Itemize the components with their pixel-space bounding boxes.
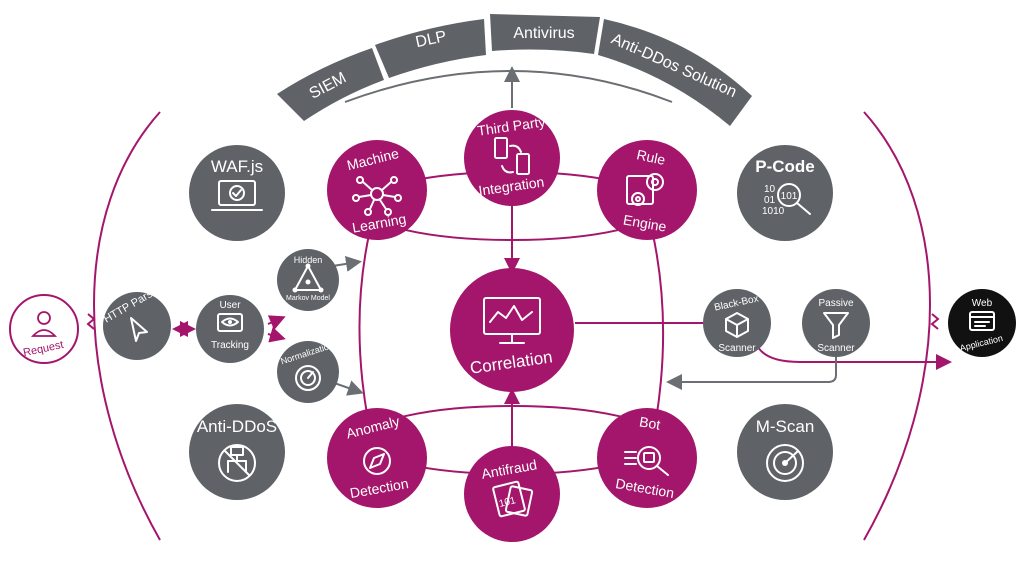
third-party-integration-node: Third Party Integration bbox=[464, 110, 560, 206]
machine-learning-node: Machine Learning bbox=[327, 140, 427, 240]
svg-text:1010: 1010 bbox=[762, 206, 785, 217]
bot-detection-node: Bot Detection bbox=[597, 408, 697, 508]
laptop-check-icon bbox=[211, 180, 263, 211]
hidden-label: Hidden bbox=[294, 255, 323, 265]
svg-text:101: 101 bbox=[781, 191, 798, 202]
engine-label: Engine bbox=[622, 211, 668, 234]
normalization-node: Normalization bbox=[277, 340, 339, 403]
arc-label-dlp: DLP bbox=[414, 28, 448, 51]
user-label: User bbox=[219, 300, 241, 311]
top-arc-band: SIEM DLP Antivirus Anti-DDos Solution bbox=[277, 14, 752, 126]
pcode-node: P-Code 10 01 1010 101 bbox=[737, 145, 833, 241]
rule-engine-node: Rule Engine bbox=[597, 140, 697, 240]
gears-icon bbox=[626, 173, 664, 206]
request-node: Request bbox=[9, 294, 79, 364]
antifraud-node: Antifraud 101 bbox=[464, 446, 560, 542]
web-label: Web bbox=[972, 298, 993, 309]
bot-label: Bot bbox=[638, 413, 662, 432]
left-zigzag bbox=[86, 313, 96, 330]
arrow-user-to-normalization bbox=[267, 327, 286, 343]
svg-text:101: 101 bbox=[498, 495, 517, 510]
bot-search-icon bbox=[624, 446, 669, 476]
hidden-markov-node: Hidden Markov Model bbox=[277, 249, 339, 311]
line-passive-to-rule bbox=[666, 352, 837, 390]
blackbox-scanner-label: Scanner bbox=[718, 343, 756, 354]
web-application-node: Web Application bbox=[948, 289, 1016, 357]
passive-scanner-node: Passive Scanner bbox=[802, 289, 870, 357]
left-vertical-arc bbox=[358, 229, 371, 421]
cards-icon: 101 bbox=[492, 480, 534, 518]
cube-icon bbox=[725, 312, 749, 338]
markov-model-label: Markov Model bbox=[286, 295, 330, 302]
arrow-user-to-hmm bbox=[267, 315, 286, 331]
user-tracking-node: User Tracking bbox=[196, 295, 264, 363]
blackbox-scanner-node: Black-Box Scanner bbox=[703, 289, 771, 357]
anomaly-detection-node: Anomaly Detection bbox=[327, 408, 427, 508]
devices-exchange-icon bbox=[494, 137, 530, 175]
svg-text:01: 01 bbox=[764, 195, 776, 206]
blocked-network-icon bbox=[218, 444, 256, 482]
radar-icon bbox=[766, 444, 804, 482]
wafjs-label: WAF.js bbox=[211, 157, 263, 176]
triangle-graph-icon bbox=[292, 263, 324, 293]
eye-monitor-icon bbox=[217, 313, 243, 332]
gauge-icon bbox=[295, 365, 321, 391]
right-vertical-arc bbox=[651, 229, 665, 421]
right-outer-bracket bbox=[863, 111, 931, 541]
anti-ddos-node: Anti-DDoS bbox=[189, 404, 285, 500]
arc-segment-antivirus bbox=[490, 14, 600, 54]
arc-segment-antiddos bbox=[598, 19, 752, 126]
arc-label-antivirus: Antivirus bbox=[513, 25, 574, 42]
rule-label: Rule bbox=[635, 146, 667, 168]
passive-label: Passive bbox=[818, 298, 853, 309]
monitor-chart-icon bbox=[483, 297, 541, 344]
cursor-icon bbox=[130, 317, 148, 342]
compass-icon bbox=[363, 447, 391, 475]
http-parser-node: HTTP Parser bbox=[102, 283, 171, 360]
pcode-label: P-Code bbox=[755, 157, 815, 176]
correlation-node: Correlation bbox=[450, 268, 574, 392]
left-outer-bracket bbox=[93, 111, 161, 541]
funnel-icon bbox=[823, 312, 849, 339]
arc-segment-siem bbox=[277, 48, 384, 121]
right-zigzag bbox=[930, 313, 940, 330]
neural-network-icon bbox=[352, 176, 402, 216]
passive-scanner-label: Scanner bbox=[817, 343, 855, 354]
arc-label-antiddos: Anti-DDos Solution bbox=[609, 31, 739, 102]
arc-segment-dlp bbox=[375, 19, 486, 78]
svg-text:10: 10 bbox=[764, 184, 776, 195]
wafjs-node: WAF.js bbox=[189, 145, 285, 241]
m-scan-node: M-Scan bbox=[737, 404, 833, 500]
browser-window-icon bbox=[969, 311, 995, 331]
user-icon bbox=[30, 311, 58, 337]
m-scan-label: M-Scan bbox=[756, 417, 815, 436]
tracking-label: Tracking bbox=[211, 340, 249, 351]
binary-magnifier-icon: 10 01 1010 101 bbox=[762, 183, 811, 217]
anti-ddos-label: Anti-DDoS bbox=[197, 417, 277, 436]
